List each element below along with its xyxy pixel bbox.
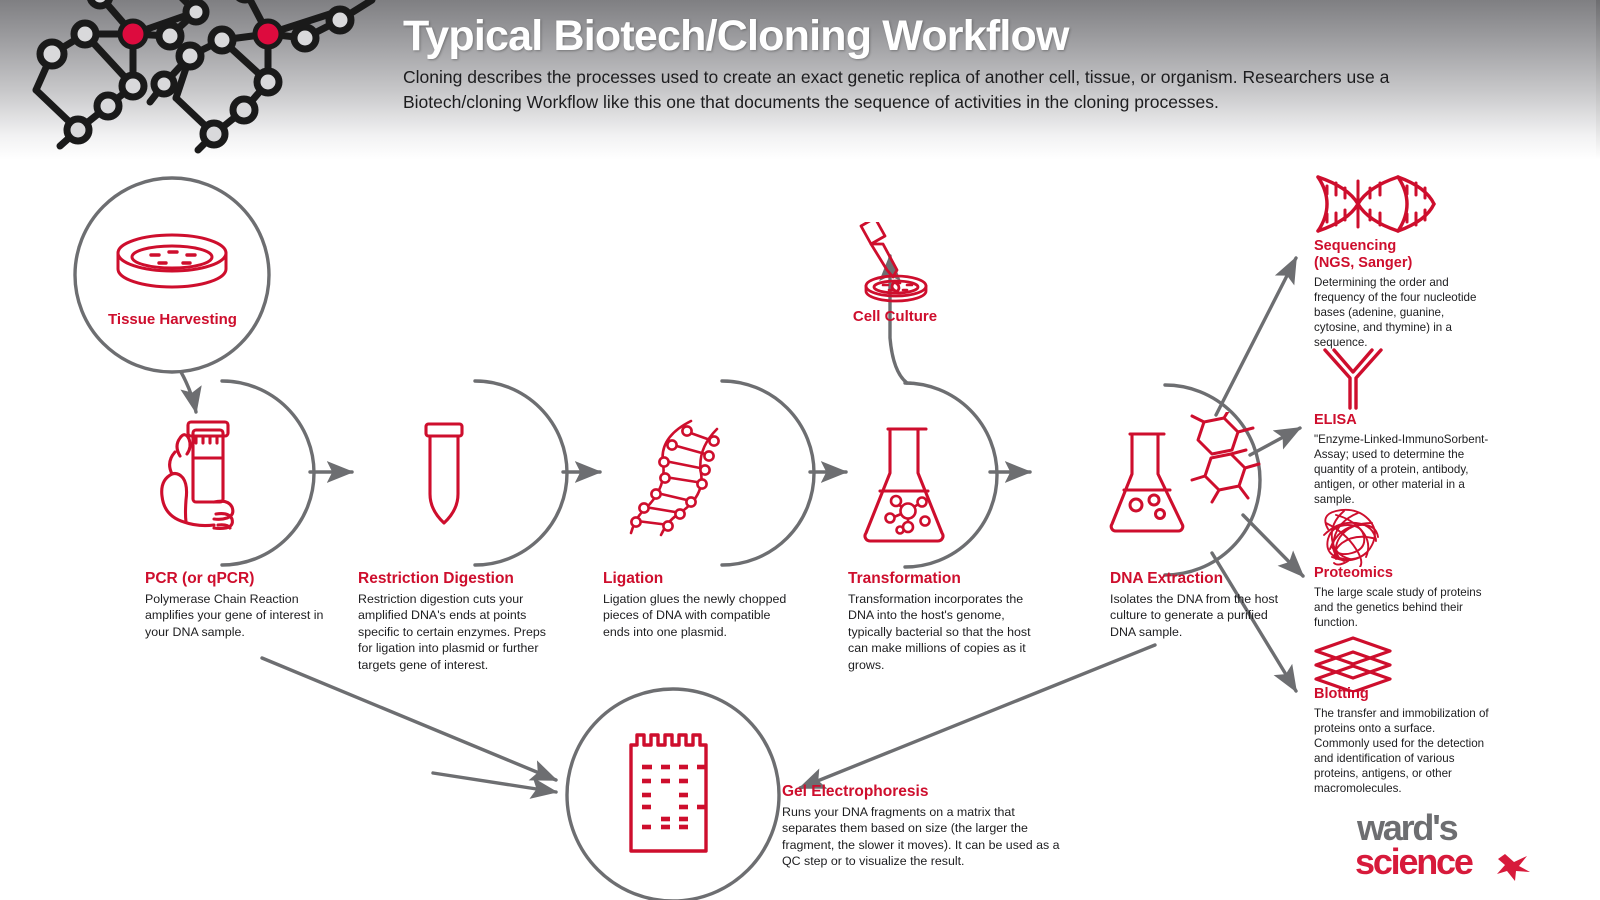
protein-tangle-icon [1323,508,1379,567]
arrow-transformation-to-cellculture [879,253,909,385]
pipette-and-petri-dish-icon [859,222,928,303]
page-description: Cloning describes the processes used to … [403,67,1390,112]
brand-logo: ward's science [1355,807,1530,882]
restriction-title: Restriction Digestion [358,570,514,587]
arrow-extraction-to-proteomics [1241,513,1305,578]
transformation-title: Transformation [848,570,961,587]
gel-title: Gel Electrophoresis [782,783,929,800]
label-gel-electrophoresis: Gel Electrophoresis Runs your DNA fragme… [782,783,1062,870]
arc-dna-extraction [1163,383,1262,577]
flask-and-chemical-structure-icon [1109,412,1261,533]
arrow-extraction-to-blotting [1210,551,1298,693]
hand-holding-sample-tube-icon [160,420,235,531]
circle-tissue-harvesting [73,176,271,374]
dna-helix-icon [629,419,720,537]
arc-transformation [903,381,999,569]
label-tissue-harvesting: Tissue Harvesting [108,311,237,328]
label-dna-extraction: DNA Extraction Isolates the DNA from the… [1110,570,1290,640]
arrow-pcr-to-gel [260,656,558,782]
transformation-body: Transformation incorporates the DNA into… [848,591,1031,672]
gel-plate-icon [629,733,708,853]
arrow-harvest-to-pcr [179,370,202,415]
header-text-block: Typical Biotech/Cloning Workflow Cloning… [403,12,1463,115]
proteomics-title: Proteomics [1314,565,1393,581]
header-edge-shade [1596,0,1600,160]
flask-with-molecule-icon [863,427,945,543]
downstream-sequencing[interactable]: Sequencing(NGS, Sanger) Determining the … [1314,238,1492,350]
dna-double-helix-icon [1316,175,1436,233]
arrow-extraction-to-elisa [1248,426,1302,457]
label-ligation: Ligation Ligation glues the newly choppe… [603,570,793,640]
blotting-title: Blotting [1314,686,1369,702]
dna-molecule-icon [32,0,376,154]
stacked-membranes-icon [1314,636,1392,692]
downstream-proteomics[interactable]: Proteomics The large scale study of prot… [1314,565,1492,630]
downstream-blotting[interactable]: Blotting The transfer and immobilization… [1314,686,1492,796]
node-cell-culture[interactable]: Cell Culture [825,222,965,332]
arc-restriction [473,379,569,567]
arrow-restriction-to-gel [431,771,559,799]
label-pcr: PCR (or qPCR) Polymerase Chain Reaction … [145,570,330,640]
pcr-body: Polymerase Chain Reaction amplifies your… [145,591,324,639]
elisa-title: ELISA [1314,412,1357,428]
elisa-body: "Enzyme-Linked-ImmunoSorbent-Assay; used… [1314,432,1489,507]
arrow-extraction-to-sequencing [1214,256,1298,417]
microcentrifuge-tube-icon [424,422,464,525]
antibody-icon [1323,348,1383,410]
arc-ligation [720,379,816,567]
gel-body: Runs your DNA fragments on a matrix that… [782,804,1060,869]
extraction-title: DNA Extraction [1110,570,1224,587]
blotting-body: The transfer and immobilization of prote… [1314,706,1489,796]
label-transformation: Transformation Transformation incorporat… [848,570,1043,673]
proteomics-body: The large scale study of proteins and th… [1314,585,1482,629]
star-burst-icon [1497,854,1530,881]
circle-gel-electrophoresis [565,687,781,900]
petri-dish-icon [116,233,228,289]
label-restriction-digestion: Restriction Digestion Restriction digest… [358,570,563,673]
downstream-elisa[interactable]: ELISA "Enzyme-Linked-ImmunoSorbent-Assay… [1314,412,1492,507]
extraction-body: Isolates the DNA from the host culture t… [1110,591,1279,639]
node-tissue-harvesting[interactable]: Tissue Harvesting [95,225,250,360]
arrow-extraction-to-gel [798,643,1157,790]
pcr-title: PCR (or qPCR) [145,570,255,587]
ligation-body: Ligation glues the newly chopped pieces … [603,591,787,639]
logo-line2: science [1355,841,1473,882]
label-cell-culture: Cell Culture [852,308,938,325]
logo-line1: ward's [1356,807,1458,848]
sequencing-body: Determining the order and frequency of t… [1314,275,1477,349]
page-title: Typical Biotech/Cloning Workflow [403,12,1069,60]
sequencing-title: Sequencing(NGS, Sanger) [1314,238,1413,271]
ligation-title: Ligation [603,570,664,587]
restriction-body: Restriction digestion cuts your amplifie… [358,591,547,672]
